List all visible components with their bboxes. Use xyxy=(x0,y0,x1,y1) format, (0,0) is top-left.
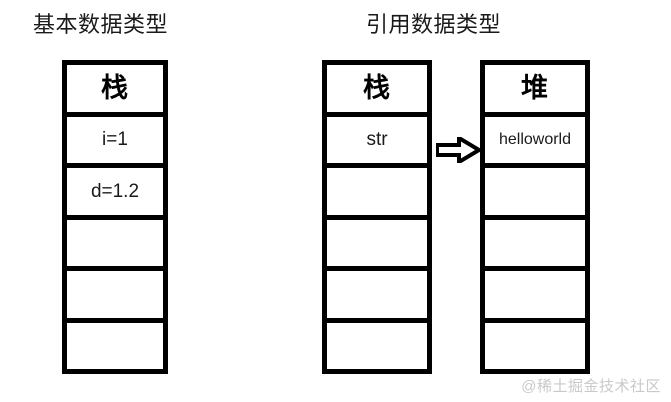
section-title-reference: 引用数据类型 xyxy=(366,12,502,37)
heap-cell-empty xyxy=(485,219,585,271)
stack-cell-empty xyxy=(327,322,427,369)
watermark: @稀土掘金技术社区 xyxy=(521,378,661,395)
heap-header-cell: 堆 xyxy=(485,65,585,117)
heap-cell-value: helloworld xyxy=(498,130,572,148)
stack-cell-empty xyxy=(67,271,163,323)
right-arrow-icon xyxy=(436,133,480,167)
heap-cell-empty xyxy=(485,168,585,220)
stack-cell-value: str xyxy=(366,129,388,151)
stack-cell-empty xyxy=(327,219,427,271)
stack-cell-empty xyxy=(67,219,163,271)
stack-cell: i=1 xyxy=(67,116,163,168)
stack-cell-value: d=1.2 xyxy=(90,180,140,202)
stack-box-reference: 栈 str xyxy=(322,60,432,374)
section-title-primitive: 基本数据类型 xyxy=(33,12,169,37)
heap-header-label: 堆 xyxy=(521,72,549,103)
stack-header-cell: 栈 xyxy=(67,65,163,117)
stack-header-cell: 栈 xyxy=(327,65,427,117)
stack-cell-empty xyxy=(327,271,427,323)
heap-cell-empty xyxy=(485,322,585,369)
heap-box-reference: 堆 helloworld xyxy=(480,60,590,374)
stack-header-label: 栈 xyxy=(363,72,391,103)
heap-cell: helloworld xyxy=(485,116,585,168)
stack-header-label: 栈 xyxy=(101,72,129,103)
stack-box-primitive: 栈 i=1 d=1.2 xyxy=(62,60,168,374)
stack-cell: str xyxy=(327,116,427,168)
stack-cell-empty xyxy=(67,322,163,369)
stack-cell-empty xyxy=(327,168,427,220)
stack-cell: d=1.2 xyxy=(67,168,163,220)
heap-cell-empty xyxy=(485,271,585,323)
stack-cell-value: i=1 xyxy=(102,129,128,151)
